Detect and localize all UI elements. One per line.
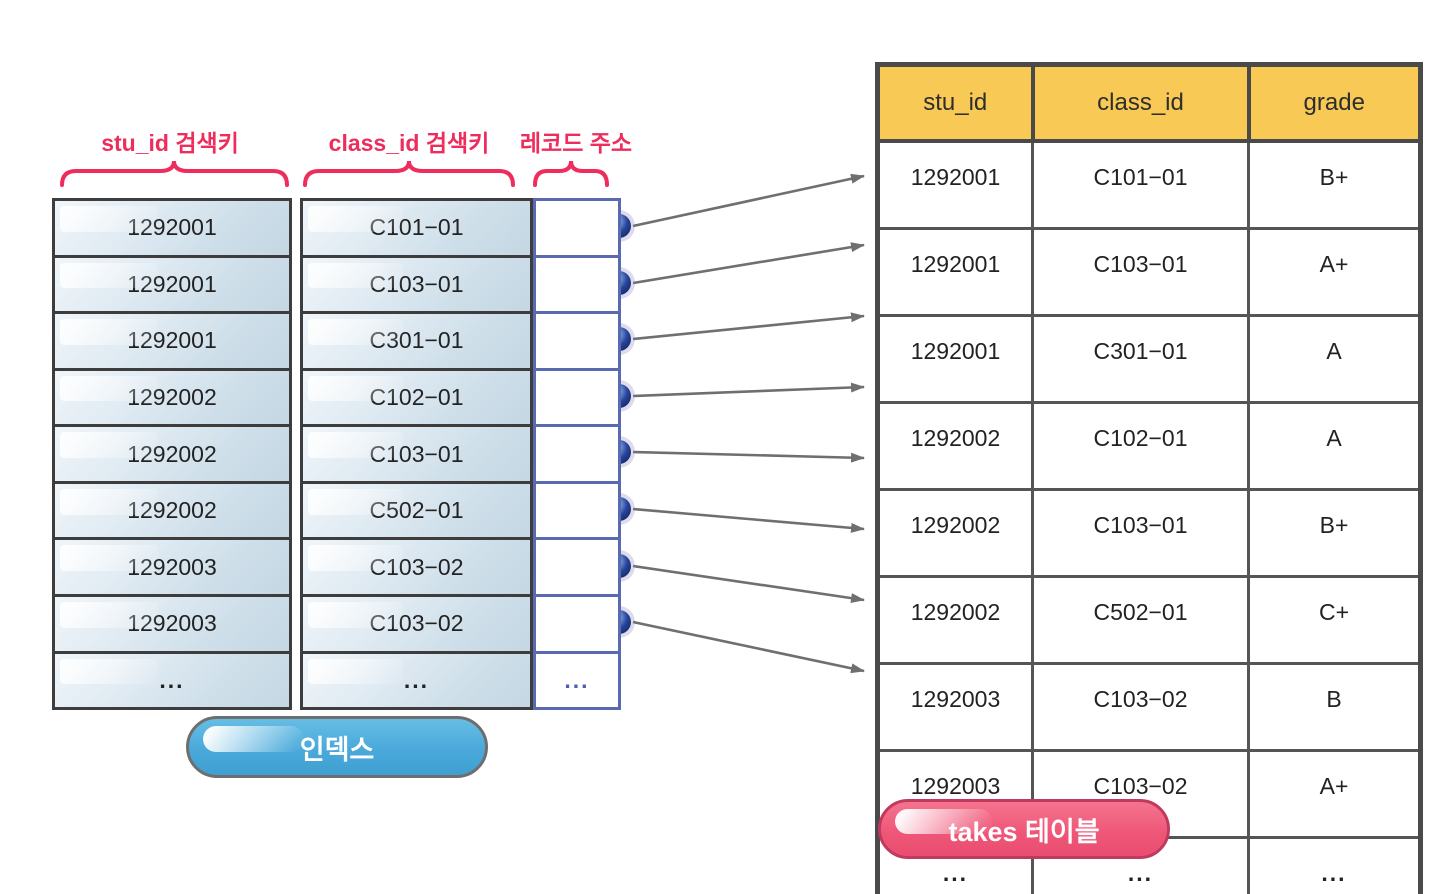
index-cell-stu-id: 1292002 [52, 480, 292, 541]
takes-header-row: stu_id class_id grade [875, 62, 1423, 143]
takes-cell-class_id: C301−01 [1031, 314, 1250, 404]
pointer-arrow-1 [632, 173, 865, 228]
pointer-arrow-3 [632, 312, 865, 341]
label-stu-id-search-key: stu_id 검색키 [101, 130, 239, 156]
takes-cell-stu_id: 1292002 [876, 488, 1034, 578]
brace-stu-id-key [60, 160, 289, 187]
pointer-arrow-5 [632, 450, 865, 463]
takes-caption-pill: takes 테이블 [878, 799, 1170, 859]
index-cell-class-id: ... [300, 650, 533, 711]
index-column-record-address: ... [533, 198, 621, 711]
takes-cell-stu_id: 1292001 [876, 227, 1034, 317]
index-cell-class-id: C103−02 [300, 537, 533, 597]
index-cell-record-address [533, 254, 621, 315]
takes-cell-grade: C+ [1247, 575, 1422, 665]
index-cell-record-address [533, 593, 621, 654]
index-cell-stu-id: 1292003 [52, 593, 292, 654]
pointer-arrow-4 [632, 382, 865, 398]
index-cell-class-id: C103−01 [300, 254, 533, 315]
brace-group [60, 160, 609, 187]
takes-cell-stu_id: 1292001 [876, 314, 1034, 404]
index-cell-record-address: ... [533, 650, 621, 711]
index-caption-label: 인덱스 [299, 734, 375, 765]
index-cell-record-address [533, 537, 621, 597]
takes-cell-class_id: C502−01 [1031, 575, 1250, 665]
index-cell-class-id: C101−01 [300, 198, 533, 258]
takes-cell-stu_id: 1292002 [876, 575, 1034, 665]
label-class-id-search-key: class_id 검색키 [328, 130, 490, 156]
takes-cell-grade: A+ [1247, 749, 1422, 839]
index-caption-pill: 인덱스 [186, 716, 488, 778]
pointer-arrow-2 [632, 242, 865, 285]
takes-table-row: ......... [876, 836, 1422, 894]
takes-cell-stu_id: 1292002 [876, 401, 1034, 491]
takes-cell-grade: A+ [1247, 227, 1422, 317]
takes-cell-class_id: C103−01 [1031, 227, 1250, 317]
index-cell-stu-id: 1292001 [52, 311, 292, 371]
index-cell-stu-id: ... [52, 650, 292, 711]
takes-cell-stu_id: 1292003 [876, 662, 1034, 752]
takes-cell-grade: A [1247, 401, 1422, 491]
takes-cell-stu_id: 1292001 [876, 139, 1034, 230]
brace-record-address [533, 160, 609, 187]
pointer-arrow-6 [632, 507, 865, 533]
index-cell-record-address [533, 480, 621, 541]
index-cell-class-id: C301−01 [300, 311, 533, 371]
index-cell-record-address [533, 198, 621, 258]
index-cell-stu-id: 1292002 [52, 367, 292, 428]
record-pointer-arrows [632, 173, 865, 674]
pointer-arrow-7 [632, 564, 865, 604]
takes-cell-grade: B [1247, 662, 1422, 752]
takes-cell-class_id: C101−01 [1031, 139, 1250, 230]
takes-cell-class_id: C103−01 [1031, 488, 1250, 578]
index-cell-stu-id: 1292002 [52, 424, 292, 484]
takes-header-class-id: class_id [1030, 62, 1251, 143]
index-cell-class-id: C103−01 [300, 424, 533, 484]
label-record-address: 레코드 주소 [519, 130, 633, 156]
takes-cell-grade: ... [1247, 836, 1422, 894]
index-cell-class-id: C502−01 [300, 480, 533, 541]
index-cell-stu-id: 1292001 [52, 198, 292, 258]
takes-cell-grade: B+ [1247, 488, 1422, 578]
index-cell-record-address [533, 367, 621, 428]
index-cell-class-id: C102−01 [300, 367, 533, 428]
takes-cell-class_id: C102−01 [1031, 401, 1250, 491]
index-cell-record-address [533, 424, 621, 484]
brace-class-id-key [303, 160, 515, 187]
index-cell-stu-id: 1292001 [52, 254, 292, 315]
takes-caption-label: takes 테이블 [948, 816, 1100, 847]
takes-header-stu-id: stu_id [875, 62, 1035, 143]
takes-cell-grade: B+ [1247, 139, 1422, 230]
takes-cell-class_id: C103−02 [1031, 662, 1250, 752]
takes-cell-grade: A [1247, 314, 1422, 404]
pointer-arrow-8 [632, 620, 865, 674]
takes-header-grade: grade [1246, 62, 1423, 143]
index-cell-stu-id: 1292003 [52, 537, 292, 597]
index-cell-class-id: C103−02 [300, 593, 533, 654]
index-cell-record-address [533, 311, 621, 371]
takes-cell-class_id: ... [1031, 836, 1250, 894]
